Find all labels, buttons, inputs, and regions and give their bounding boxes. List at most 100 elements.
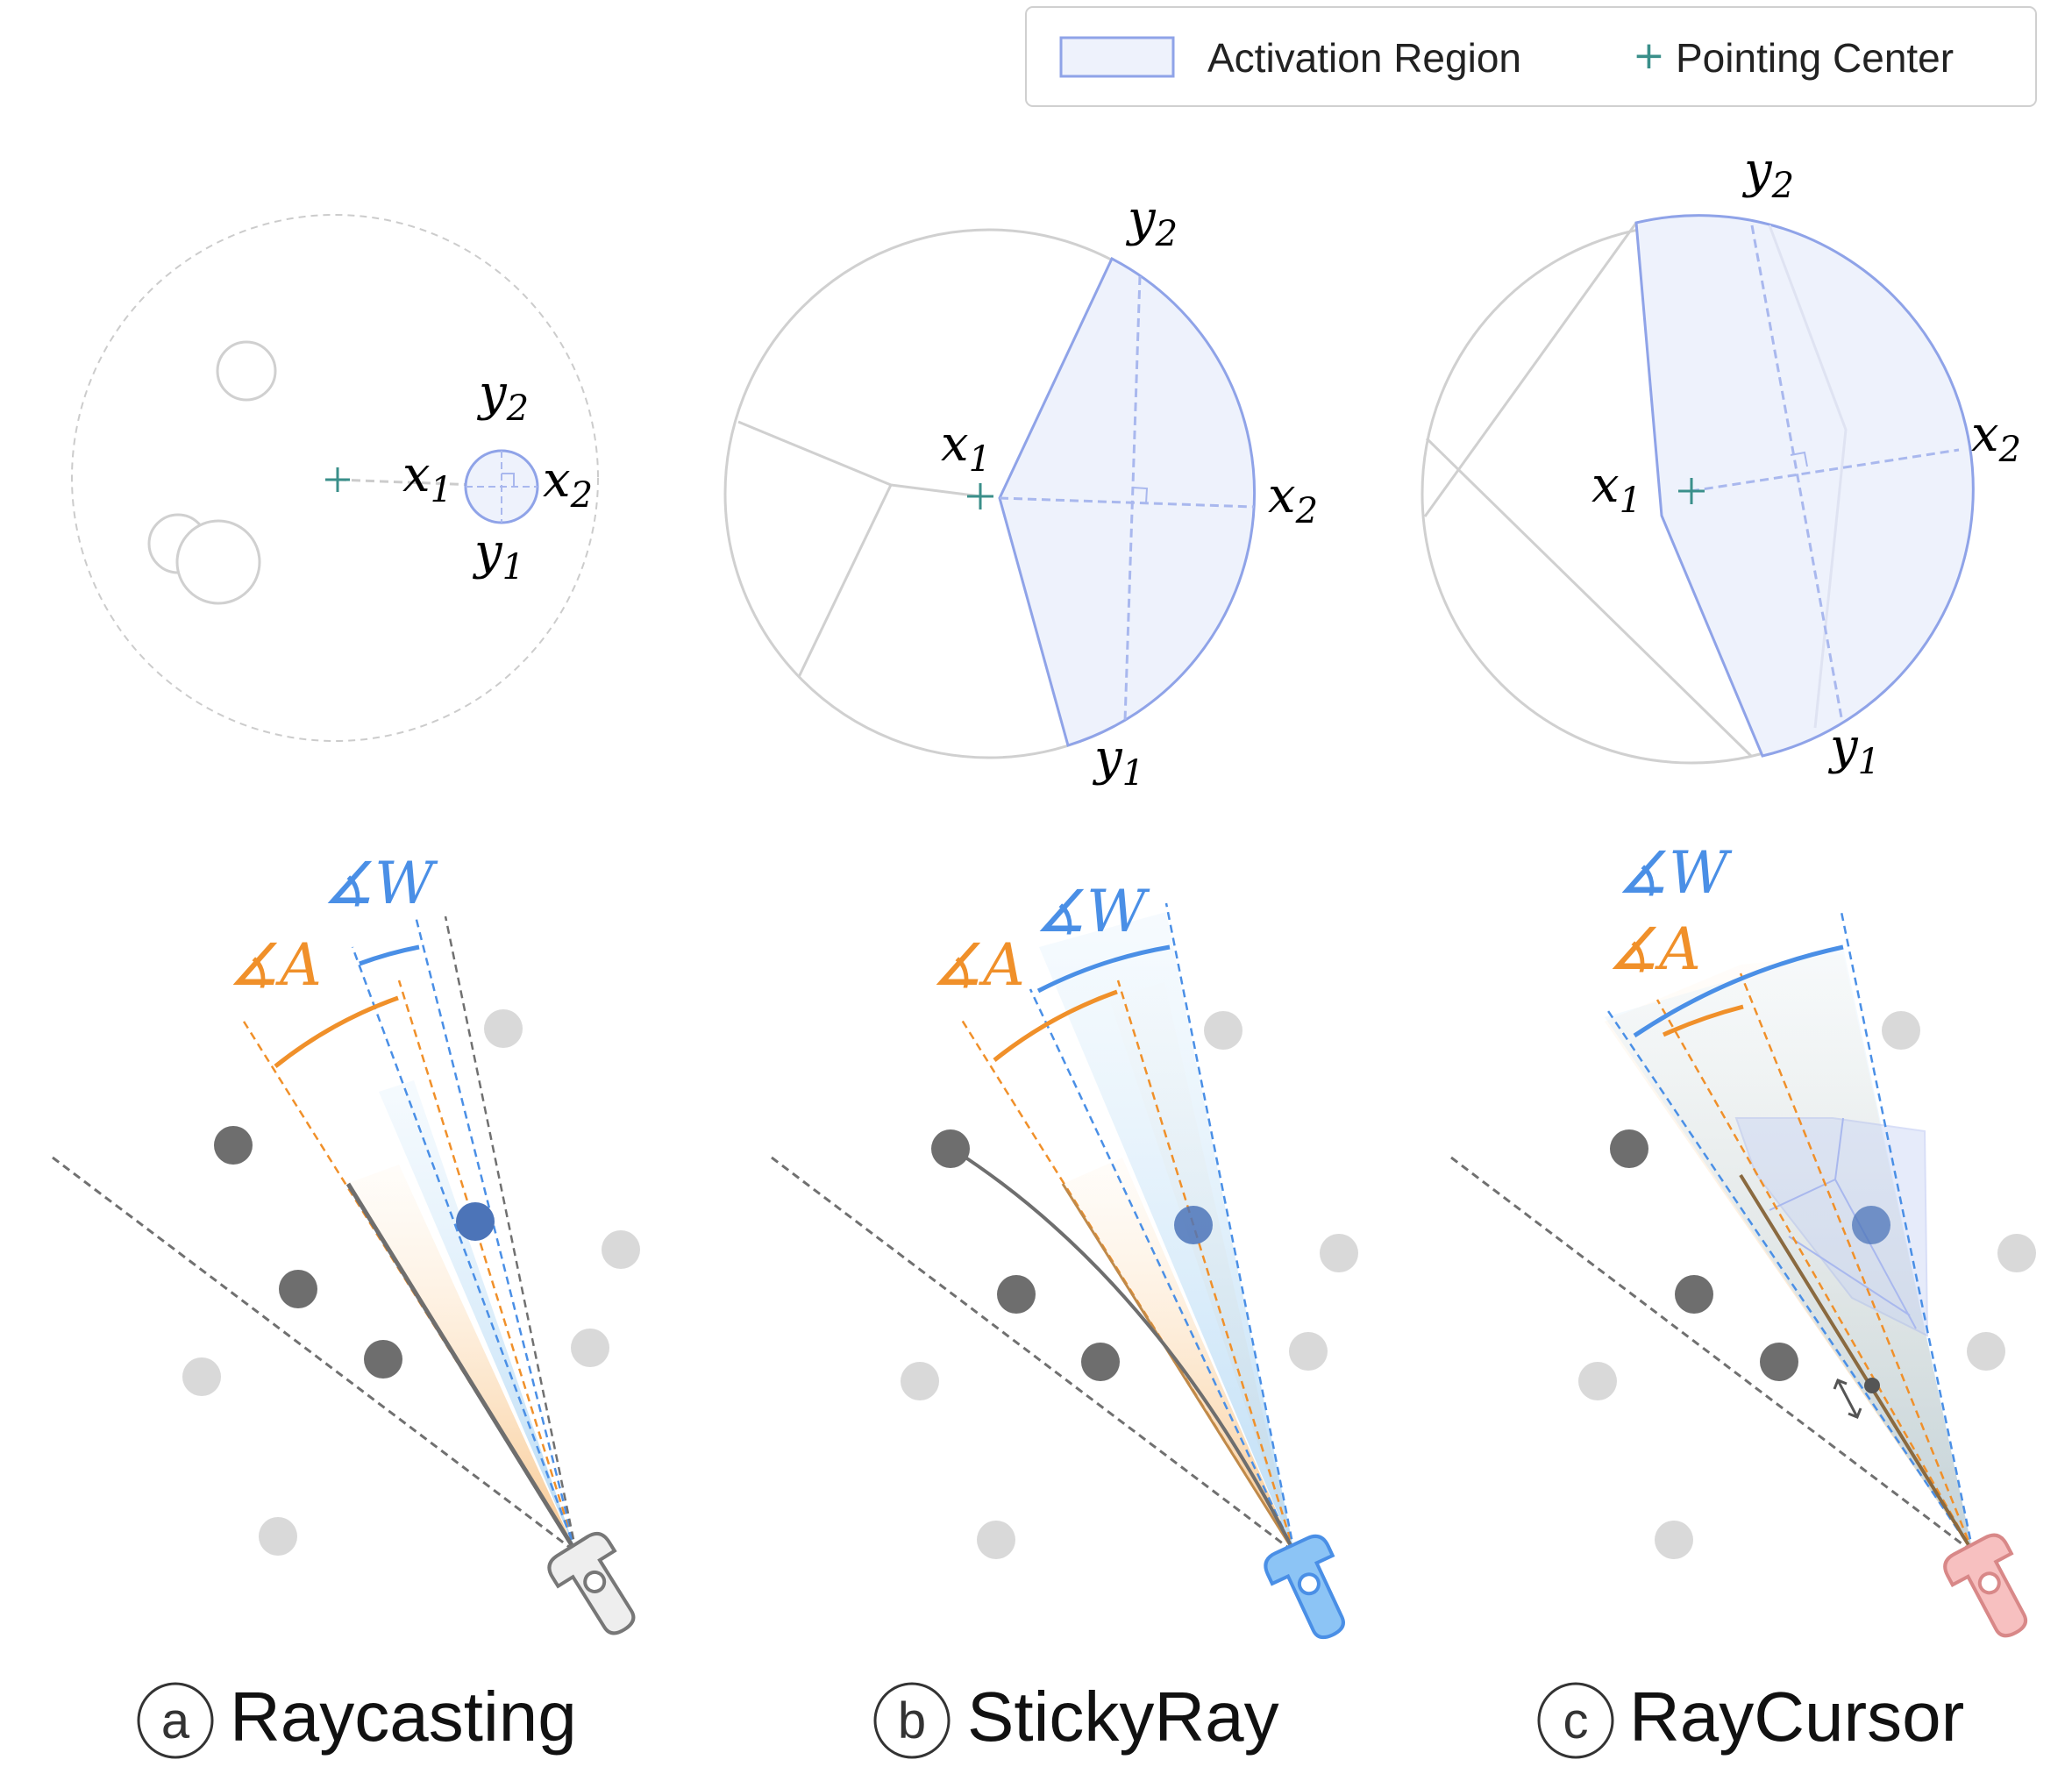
width-bound (1164, 902, 1296, 1553)
ray-direction (444, 915, 578, 1553)
reference-line (1450, 1156, 1974, 1554)
voronoi-edge (1423, 222, 1638, 517)
amplitude-arc (1662, 1004, 1744, 1037)
bent-ray (951, 1147, 1296, 1553)
width-bound (414, 915, 578, 1553)
target-light (901, 1362, 939, 1400)
label-x2: x2 (1971, 406, 2021, 470)
width-bound (351, 946, 578, 1553)
caption-raycursor: c RayCursor (1537, 1678, 1964, 1759)
voronoi-edge (1425, 437, 1753, 758)
target-light (1320, 1234, 1358, 1272)
right-angle-mark (1132, 487, 1149, 504)
amplitude-bound (1739, 972, 1975, 1553)
ray (345, 1182, 579, 1554)
vr-controller-icon (1264, 1534, 1345, 1640)
vr-controller-icon (1943, 1533, 2028, 1638)
width-cone (1039, 912, 1294, 1552)
pointing-center-icon (325, 467, 350, 492)
pointing-center-icon: + (1633, 33, 1665, 78)
pointing-center-icon (1678, 478, 1705, 504)
voronoi-edge (737, 420, 892, 487)
panel-letter: c (1563, 1692, 1589, 1749)
activation-region (1634, 214, 1975, 758)
amplitude-arc (993, 989, 1118, 1062)
target-light (182, 1357, 221, 1396)
caption-raycasting: a Raycasting (137, 1678, 577, 1759)
caption-stickyray: b StickyRay (873, 1678, 1279, 1759)
target-light (1967, 1332, 2005, 1371)
bottom-scene-raycursor: ∡W ∡A (1450, 839, 2036, 1638)
panel-title: StickyRay (967, 1678, 1279, 1756)
y-axis-line (1123, 275, 1142, 722)
target-light (1997, 1234, 2036, 1272)
width-angle-label: ∡W (323, 850, 438, 917)
selected-target (456, 1202, 495, 1241)
target-circle (216, 340, 277, 402)
amplitude-bound (1655, 999, 1975, 1553)
width-angle-label: ∡W (1035, 878, 1150, 945)
voronoi-edge (890, 483, 981, 498)
label-x1: x1 (1591, 457, 1641, 521)
width-bound (1605, 1008, 1975, 1553)
search-boundary (71, 214, 599, 742)
target-light (1578, 1362, 1617, 1400)
target-dark (1610, 1129, 1648, 1168)
selected-target (1174, 1206, 1213, 1244)
legend-box (1025, 6, 2037, 107)
top-diagram-raycursor: x1 x2 y2 y1 (1420, 142, 2021, 782)
legend-label-activation-region: Activation Region (1207, 35, 1521, 81)
top-diagram-stickyray: x1 x2 y2 y1 (723, 190, 1318, 794)
target-dark (1081, 1343, 1120, 1381)
label-y2: y2 (476, 365, 529, 429)
amplitude-angle-label: ∡A (931, 931, 1025, 999)
target-dark (997, 1275, 1036, 1314)
activation-region-swatch (1059, 36, 1175, 78)
width-bound (1840, 911, 1975, 1553)
legend-label-pointing-center: Pointing Center (1676, 35, 1954, 81)
right-angle-mark (1790, 451, 1808, 467)
depth-arrow-icon (1833, 1379, 1862, 1419)
label-x2: x2 (1268, 467, 1318, 531)
bottom-scene-stickyray: ∡W ∡A (771, 878, 1358, 1640)
target-dark (364, 1340, 402, 1379)
label-y2: y2 (1741, 142, 1794, 206)
legend: Activation Region + Pointing Center (1025, 6, 2037, 107)
amplitude-bound (1116, 980, 1296, 1553)
width-arc (359, 944, 420, 966)
label-y1: y1 (1092, 730, 1144, 794)
width-cone (379, 1080, 576, 1552)
target-circle (175, 519, 261, 605)
panel-title: Raycasting (230, 1678, 577, 1756)
target-dark (1760, 1343, 1798, 1381)
target-light (1204, 1011, 1242, 1050)
width-bound (1029, 988, 1296, 1553)
target-dark (931, 1129, 970, 1168)
voronoi-edge (797, 484, 893, 678)
label-y1: y1 (1827, 718, 1880, 782)
x-axis-line (999, 496, 1255, 509)
ray (1739, 1173, 1975, 1554)
x-axis-line (1690, 448, 1960, 493)
selected-target (1852, 1206, 1890, 1244)
amplitude-cone (1063, 1158, 1294, 1552)
vr-controller-icon (547, 1531, 636, 1635)
width-arc (1036, 944, 1171, 994)
target-light (571, 1329, 609, 1367)
target-light (977, 1521, 1015, 1559)
bottom-scene-raycasting: ∡W ∡A (52, 850, 640, 1635)
target-dark (1675, 1275, 1713, 1314)
target-light (1655, 1521, 1693, 1559)
target-dark (279, 1270, 317, 1308)
target-light (484, 1009, 523, 1048)
panel-letter-circle (137, 1682, 214, 1759)
top-diagram-raycasting: x1 x2 y2 y1 (71, 214, 599, 742)
cursor-point (1864, 1378, 1880, 1393)
pointing-center-icon (967, 483, 993, 509)
panel-letter-circle (873, 1682, 951, 1759)
ray-straight (1061, 1183, 1296, 1553)
panel-title: RayCursor (1629, 1678, 1964, 1756)
reference-line (771, 1156, 1295, 1554)
target-light (602, 1230, 640, 1269)
